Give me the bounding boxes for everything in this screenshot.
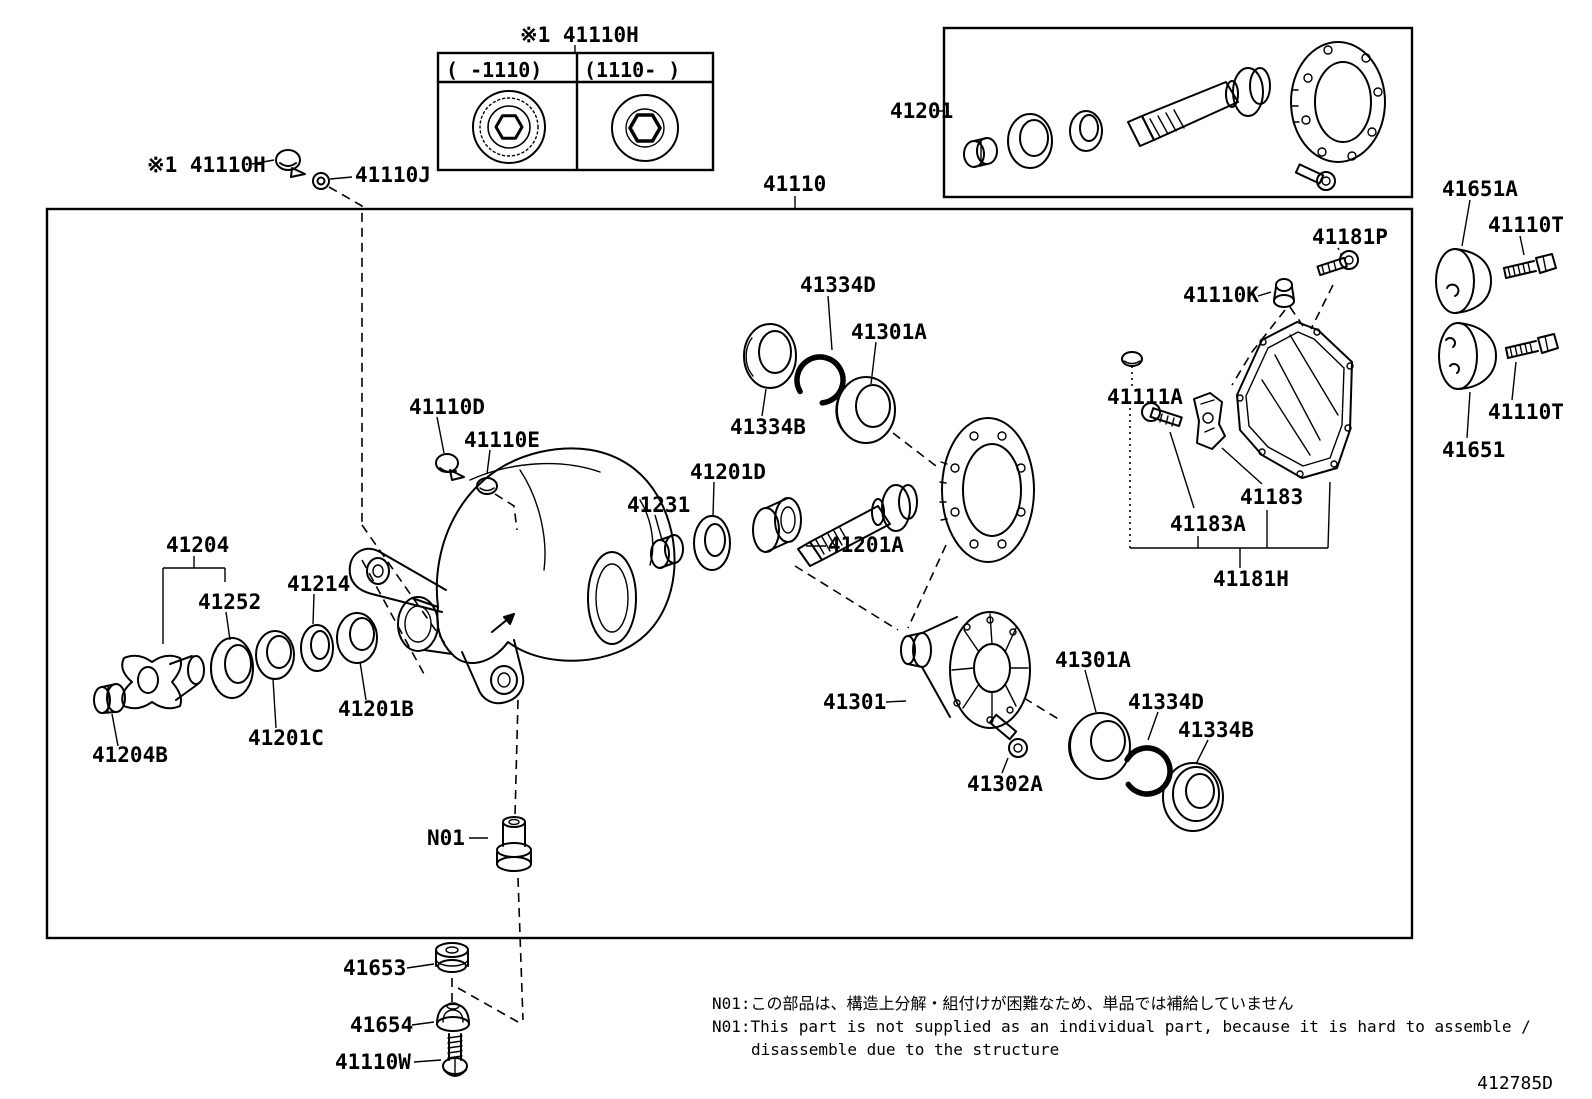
rear-bearing-small-drawing <box>336 612 378 664</box>
part-label-41201B: 41201B <box>338 697 414 721</box>
cover-bolt-drawing <box>1316 250 1359 277</box>
part-label-41204B: 41204B <box>92 743 168 767</box>
part-label-41252: 41252 <box>198 590 261 614</box>
dotted-leaders <box>1129 247 1343 548</box>
straight-pin-icon <box>1121 351 1143 367</box>
thrust-washer-drawing <box>693 515 731 571</box>
plug-washer-icon <box>476 477 498 495</box>
breather-grommet-drawing <box>436 1002 470 1032</box>
part-label-41183: 41183 <box>1240 485 1303 509</box>
part-label-41301A-lower: 41301A <box>1055 648 1131 672</box>
snap-ring-upper-drawing <box>794 354 846 406</box>
cushion-bolt-lower-drawing <box>1505 333 1559 359</box>
part-label-41110T-lower: 41110T <box>1488 400 1564 424</box>
part-label-41201A: 41201A <box>828 533 904 557</box>
breather-drawing <box>496 816 532 872</box>
part-label-41201C: 41201C <box>248 726 324 750</box>
cushion-bolt-upper-drawing <box>1503 253 1557 279</box>
assembly-direction-arrow <box>491 613 515 633</box>
part-label-41110T-upper: 41110T <box>1488 213 1564 237</box>
leader-lines <box>111 45 1525 1063</box>
ring-gear-drawing <box>939 417 1035 563</box>
oil-seal-front-drawing <box>255 630 295 680</box>
companion-flange-drawing <box>121 654 205 710</box>
part-label-41204: 41204 <box>166 533 229 557</box>
part-label-41110D: 41110D <box>409 395 485 419</box>
part-label-41301A-upper: 41301A <box>851 320 927 344</box>
part-label-41231: 41231 <box>627 493 690 517</box>
part-label-41110H: ※1 41110H <box>147 153 266 177</box>
part-label-41110J: 41110J <box>355 163 431 187</box>
table-header-late: (1110- ) <box>584 58 680 82</box>
oil-seal-lower-drawing <box>1162 762 1224 832</box>
part-label-N01: N01 <box>427 826 465 850</box>
part-label-41181H: 41181H <box>1213 567 1289 591</box>
carrier-cover-drawing <box>1236 321 1354 479</box>
table-header-early: ( -1110) <box>446 58 542 82</box>
part-labels: ※1 41110H ( -1110) (1110- ) ※1 41110H 41… <box>92 23 1564 1074</box>
differential-case-drawing <box>900 611 1031 729</box>
part-label-41201: 41201 <box>890 99 953 123</box>
gear-kit-drawing <box>963 41 1386 191</box>
diagram-frames <box>45 26 1414 940</box>
part-label-41301: 41301 <box>823 690 886 714</box>
front-bearing-drawing <box>210 637 254 699</box>
part-label-41110K: 41110K <box>1183 283 1259 307</box>
part-label-41111A: 41111A <box>1107 385 1183 409</box>
plug-early-variant-drawing <box>472 90 546 164</box>
plate-washer-drawing <box>300 624 334 672</box>
cushion-upper-drawing <box>1435 248 1492 314</box>
footnotes: N01:この部品は、構造上分解・組付けが困難なため、単品では補給していません N… <box>712 994 1553 1094</box>
oil-filler-plug-icon <box>275 149 306 178</box>
part-label-41334B-lower: 41334B <box>1178 718 1254 742</box>
part-label-41334D-lower: 41334D <box>1128 690 1204 714</box>
plug-late-variant-drawing <box>611 94 679 162</box>
note-en-line2: disassemble due to the structure <box>751 1040 1059 1059</box>
part-label-41651: 41651 <box>1442 438 1505 462</box>
retainer-bolt-drawing <box>1141 402 1183 428</box>
breather-bolt-drawing <box>442 1033 468 1077</box>
snap-ring-lower-drawing <box>1121 745 1173 797</box>
part-label-41654: 41654 <box>350 1013 413 1037</box>
part-label-41201D: 41201D <box>690 460 766 484</box>
part-label-41110W: 41110W <box>335 1050 411 1074</box>
breather-plug-icon <box>1273 278 1295 308</box>
part-label-41110H-table: ※1 41110H <box>520 23 639 47</box>
side-bearing-lower-drawing <box>1068 712 1131 780</box>
plug-gasket-icon <box>312 172 330 190</box>
assembly-dashed-lines <box>328 186 1334 1023</box>
part-label-41181P: 41181P <box>1312 225 1388 249</box>
part-label-41110E: 41110E <box>464 428 540 452</box>
differential-carrier-drawing <box>348 447 676 705</box>
cushion-lower-drawing <box>1438 322 1497 390</box>
diagram-code: 412785D <box>1477 1073 1553 1094</box>
flange-nut-drawing <box>93 683 126 714</box>
case-bolt-drawing <box>988 713 1028 758</box>
part-label-41651A: 41651A <box>1442 177 1518 201</box>
main-assembly-box <box>45 207 1414 940</box>
drain-plug-icon <box>435 453 465 481</box>
note-en-line1: N01:This part is not supplied as an indi… <box>712 1017 1531 1036</box>
part-label-41110: 41110 <box>763 172 826 196</box>
gear-kit-box <box>942 26 1414 199</box>
part-label-41653: 41653 <box>343 956 406 980</box>
part-label-41214: 41214 <box>287 572 350 596</box>
part-label-41334D-upper: 41334D <box>800 273 876 297</box>
note-jp: N01:この部品は、構造上分解・組付けが困難なため、単品では補給していません <box>712 994 1294 1013</box>
pinion-front-race-drawing <box>752 497 802 553</box>
oil-deflector-drawing <box>1193 392 1226 450</box>
drive-pinion-drawing <box>797 484 918 567</box>
part-label-41183A: 41183A <box>1170 512 1246 536</box>
breather-cap-drawing <box>435 942 469 973</box>
side-collar-drawing <box>650 534 684 569</box>
part-label-41334B-upper: 41334B <box>730 415 806 439</box>
side-bearing-upper-drawing <box>835 376 896 444</box>
part-label-41302A: 41302A <box>967 772 1043 796</box>
oil-seal-upper-drawing <box>743 323 797 389</box>
